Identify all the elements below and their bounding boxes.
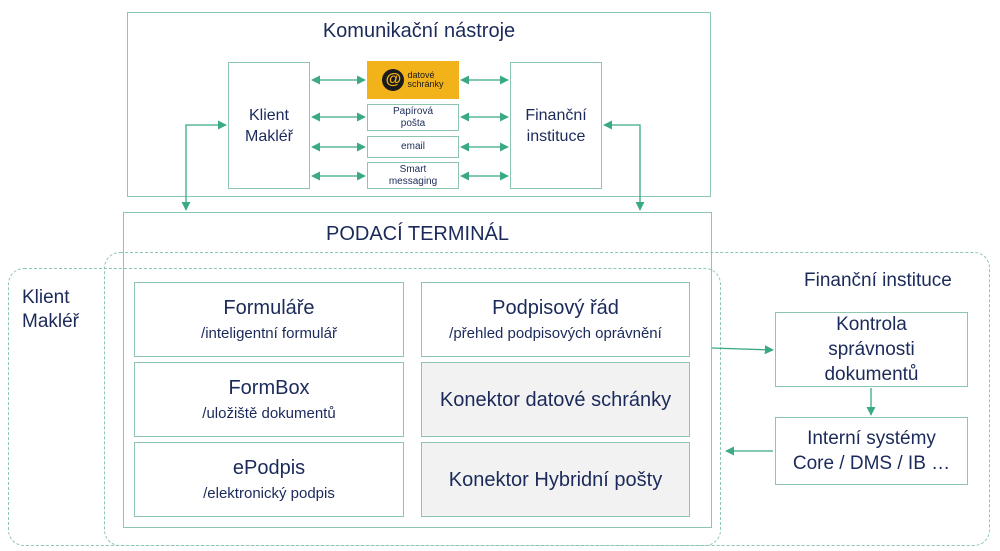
module-forms-subtitle: /inteligentní formulář (201, 325, 337, 342)
module-signature-rules-title: Podpisový řád (492, 297, 619, 319)
module-formbox-title: FormBox (228, 377, 310, 399)
smart-messaging-channel: Smart messaging (367, 162, 459, 189)
module-databox-connector: Konektor datové schránky (421, 362, 690, 437)
module-signature-rules: Podpisový řád /přehled podpisových opráv… (421, 282, 690, 357)
paper-mail-channel: Papírová pošta (367, 104, 459, 131)
filing-terminal-title: PODACÍ TERMINÁL (326, 223, 509, 245)
at-sign-icon: @ (382, 69, 405, 91)
filing-terminal-panel (123, 212, 712, 528)
internal-systems-box: Interní systémy Core / DMS / IB … (775, 417, 968, 485)
module-signature-rules-subtitle: /přehled podpisových oprávnění (449, 325, 662, 342)
client-broker-zone-label: Klient Makléř (22, 287, 80, 332)
module-esignature-title: ePodpis (232, 457, 306, 479)
module-hybrid-mail-connector: Konektor Hybridní pošty (421, 442, 690, 517)
module-hybrid-mail-connector-title: Konektor Hybridní pošty (448, 468, 663, 491)
module-forms-title: Formuláře (223, 297, 315, 319)
module-formbox-subtitle: /uložiště dokumentů (202, 405, 336, 422)
arrow-institution-terminal (603, 120, 645, 211)
financial-institution-zone-label: Finanční instituce (804, 270, 952, 291)
document-validation-box: Kontrola správnosti dokumentů (775, 312, 968, 387)
client-broker-zone (8, 268, 721, 546)
communication-tools-panel (127, 12, 711, 197)
module-formbox: FormBox /uložiště dokumentů (134, 362, 404, 437)
arrow-terminal-validation (711, 345, 774, 355)
datove-schranky-logo-text: datové schránky (407, 70, 444, 89)
module-forms: Formuláře /inteligentní formulář (134, 282, 404, 357)
communication-tools-title: Komunikační nástroje (322, 20, 516, 42)
module-esignature-subtitle: /elektronický podpis (203, 485, 335, 502)
module-databox-connector-title: Konektor datové schránky (439, 388, 672, 411)
arrow-client-terminal (181, 120, 227, 211)
client-broker-box: Klient Makléř (228, 62, 310, 189)
module-esignature: ePodpis /elektronický podpis (134, 442, 404, 517)
email-channel: email (367, 136, 459, 158)
datove-schranky-logo: @ datové schránky (367, 61, 459, 99)
financial-institution-box: Finanční instituce (510, 62, 602, 189)
